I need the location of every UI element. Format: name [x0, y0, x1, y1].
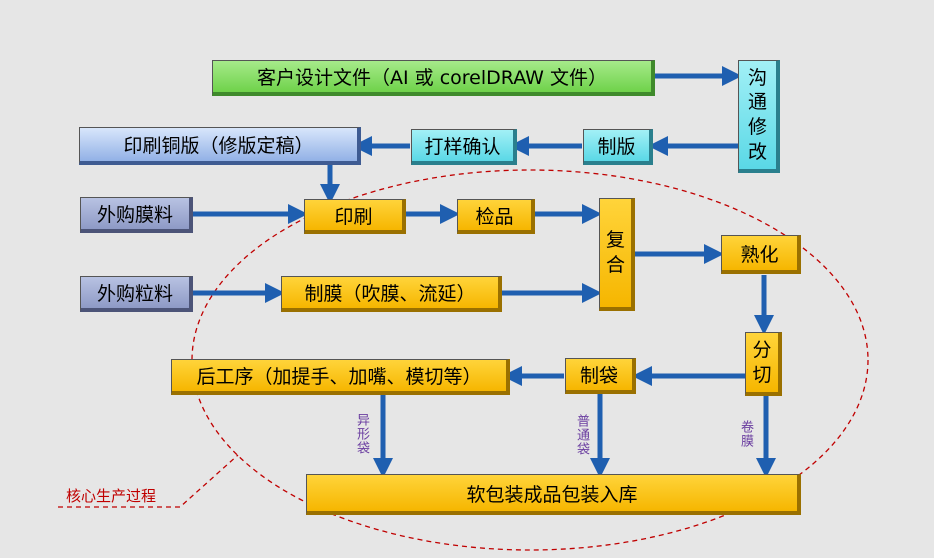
node-inspect: 检品 — [457, 199, 535, 234]
label-normal-bag: 普通袋 — [574, 414, 589, 456]
core-process-ellipse — [191, 169, 869, 551]
label-roll-film: 卷膜 — [738, 420, 753, 448]
node-bag-making: 制袋 — [565, 358, 636, 394]
node-post-process: 后工序（加提手、加嘴、模切等） — [171, 359, 510, 395]
node-communicate-char: 改 — [747, 140, 767, 163]
node-proof-confirm: 打样确认 — [411, 129, 517, 165]
annotation-pointer — [58, 454, 239, 508]
node-warehouse: 软包装成品包装入库 — [306, 474, 801, 515]
node-printing: 印刷 — [304, 199, 406, 234]
node-buy-film: 外购膜料 — [80, 197, 193, 233]
node-laminate: 复 合 — [599, 198, 635, 311]
node-plate-making: 制版 — [583, 129, 653, 165]
node-slitting-char: 切 — [752, 363, 772, 386]
node-communicate-char: 沟 — [747, 66, 767, 89]
label-special-bag: 异形袋 — [354, 413, 369, 455]
node-communicate-char: 修 — [747, 116, 767, 138]
node-slitting-char: 分 — [752, 338, 772, 361]
node-buy-pellets: 外购粒料 — [80, 276, 193, 312]
node-film-making: 制膜（吹膜、流延） — [281, 276, 502, 312]
core-process-annotation: 核心生产过程 — [66, 487, 157, 505]
node-slitting: 分 切 — [745, 332, 782, 396]
node-communicate-char: 通 — [747, 91, 767, 114]
node-communicate: 沟 通 修 改 — [738, 60, 780, 173]
node-laminate-char: 复 — [605, 229, 625, 252]
node-curing: 熟化 — [721, 235, 801, 274]
node-print-plate: 印刷铜版（修版定稿） — [79, 127, 361, 165]
node-laminate-char: 合 — [605, 254, 625, 276]
node-customer-design: 客户设计文件（AI 或 corelDRAW 文件） — [212, 60, 655, 96]
